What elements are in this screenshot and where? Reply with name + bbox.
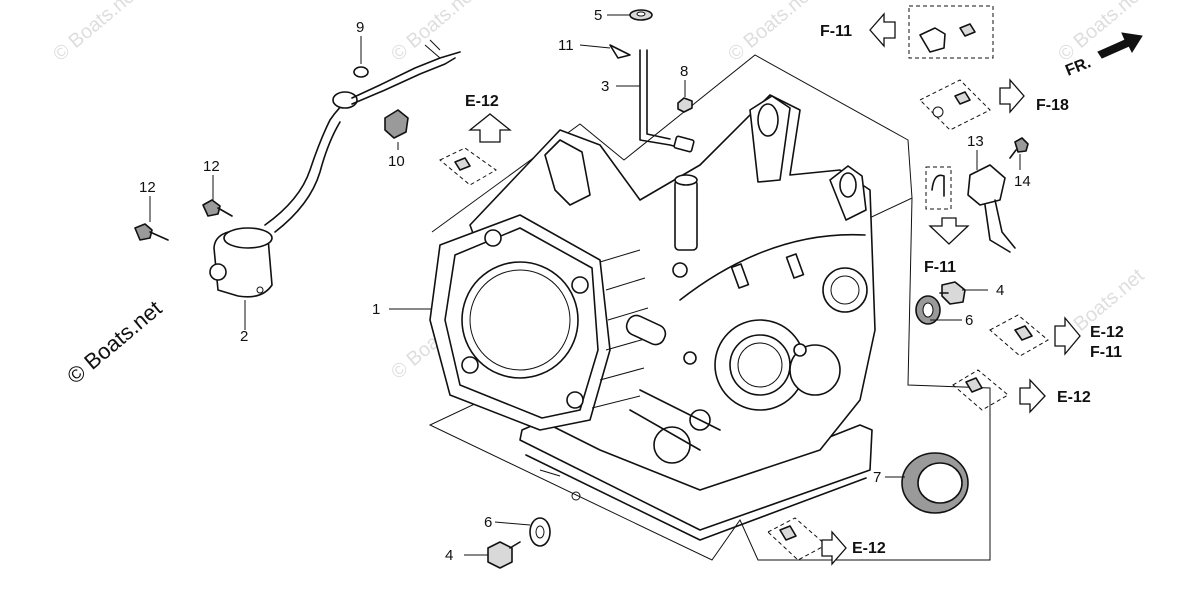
ref-box-e12-right2 — [952, 369, 1009, 411]
callout-6-right: 6 — [965, 312, 973, 329]
ref-box-e12-right1 — [989, 314, 1049, 357]
callout-9: 9 — [356, 19, 364, 36]
leader-lines — [149, 14, 1021, 556]
ref-e12-bottom: E-12 — [852, 540, 886, 557]
bolt-4-right — [939, 281, 966, 305]
bolt-4-bottom — [487, 541, 521, 569]
ref-e12-top: E-12 — [465, 93, 499, 110]
arrow-right-f18 — [999, 78, 1025, 114]
arrow-left-f11 — [869, 12, 896, 48]
bolt-12b — [202, 199, 233, 217]
callout-4-right: 4 — [996, 282, 1004, 299]
nut-8 — [677, 97, 693, 113]
callout-10: 10 — [388, 153, 405, 170]
bolt-12a — [134, 223, 169, 241]
callout-14: 14 — [1014, 173, 1031, 190]
ref-f11-right1: F-11 — [1090, 344, 1122, 361]
ref-e12-right2: E-12 — [1057, 389, 1091, 406]
callout-4-bottom: 4 — [445, 547, 453, 564]
ref-f11-top: F-11 — [820, 23, 852, 40]
washer-9 — [353, 66, 369, 78]
reference-labels: F-11 F-18 F-11 E-12 E-12 F-11 E-12 E-12 — [465, 23, 1124, 557]
ref-box-e12-top — [439, 147, 497, 186]
arrow-right-e12-2 — [1019, 378, 1046, 414]
ref-box-f11-top — [908, 5, 994, 59]
governor-arm — [609, 44, 695, 153]
callout-8: 8 — [680, 63, 688, 80]
ref-e12-right1: E-12 — [1090, 324, 1124, 341]
callouts: 1 2 3 4 4 5 6 6 7 8 9 10 11 12 12 13 14 — [139, 7, 1031, 564]
sensor-13 — [967, 164, 1016, 253]
ref-f11-mid: F-11 — [924, 259, 956, 276]
callout-3: 3 — [601, 78, 609, 95]
watermark-main: © Boats.net — [62, 296, 166, 389]
arrow-right-e12-bottom — [821, 530, 847, 566]
washer-6-right-hole — [922, 302, 934, 318]
washer-6-bottom-hole — [535, 525, 545, 539]
watermark-3: © Boats.net — [724, 0, 819, 66]
callout-13: 13 — [967, 133, 984, 150]
arrow-right-e12-1 — [1054, 316, 1081, 356]
watermark-2: © Boats.net — [387, 0, 482, 66]
ref-box-e12-bottom — [767, 517, 827, 561]
callout-5: 5 — [594, 7, 602, 24]
callout-6-bottom: 6 — [484, 514, 492, 531]
nut-10 — [384, 109, 409, 139]
callout-12a: 12 — [139, 179, 156, 196]
oil-level-switch — [209, 39, 461, 298]
oil-seal-7 — [901, 452, 969, 514]
callout-2: 2 — [240, 328, 248, 345]
callout-7: 7 — [873, 469, 881, 486]
ref-f18: F-18 — [1036, 97, 1069, 114]
callout-11: 11 — [558, 37, 574, 54]
arrow-up-e12 — [468, 113, 512, 143]
watermark-1: © Boats.net — [49, 0, 144, 66]
washer-5-hole — [636, 11, 646, 17]
callout-12b: 12 — [203, 158, 220, 175]
bolt-14 — [1009, 137, 1029, 159]
callout-1: 1 — [372, 301, 380, 318]
arrow-down-f11 — [928, 217, 970, 245]
ref-box-f18 — [919, 79, 991, 131]
ref-box-f11-mid — [925, 166, 952, 210]
crankcase — [429, 94, 876, 541]
